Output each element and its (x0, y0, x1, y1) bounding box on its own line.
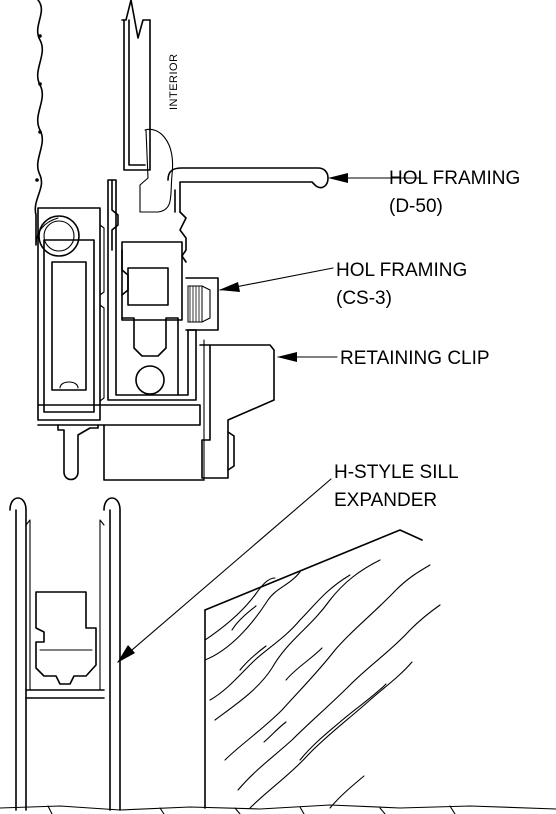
ground-hatch-marks (47, 805, 456, 814)
hol-framing-cs3-label-line2: (CS-3) (336, 288, 392, 309)
base-plate (37, 404, 205, 481)
interior-label: INTERIOR (168, 53, 180, 110)
h-style-sill-expander-profile (9, 497, 121, 811)
hol-framing-d50-label-line1: HOL FRAMING (389, 168, 520, 189)
hol-framing-d50-label-line2: (D-50) (389, 196, 443, 217)
hol-framing-cs3-clip (185, 277, 219, 331)
center-frame-profile (107, 179, 197, 401)
sealant-bead (139, 128, 174, 213)
retaining-clip-profile (199, 339, 275, 481)
sill-expander-label-line1: H-STYLE SILL (334, 462, 459, 483)
sill-expander-label-line2: EXPANDER (334, 490, 437, 511)
leader-cs3 (219, 267, 334, 292)
wood-sill-grain (204, 529, 441, 809)
retaining-clip-label: RETAINING CLIP (340, 348, 490, 369)
leader-d50 (328, 172, 421, 183)
hol-framing-d50-profile (167, 167, 329, 213)
hol-framing-cs3-label-line1: HOL FRAMING (336, 260, 467, 281)
ground-line (0, 804, 556, 811)
interior-wall (121, 0, 151, 171)
leader-retaining-clip (277, 352, 338, 362)
main-frame-profile (35, 207, 105, 421)
exterior-wall-edge (34, 0, 44, 246)
leader-sill-expander (117, 478, 332, 663)
